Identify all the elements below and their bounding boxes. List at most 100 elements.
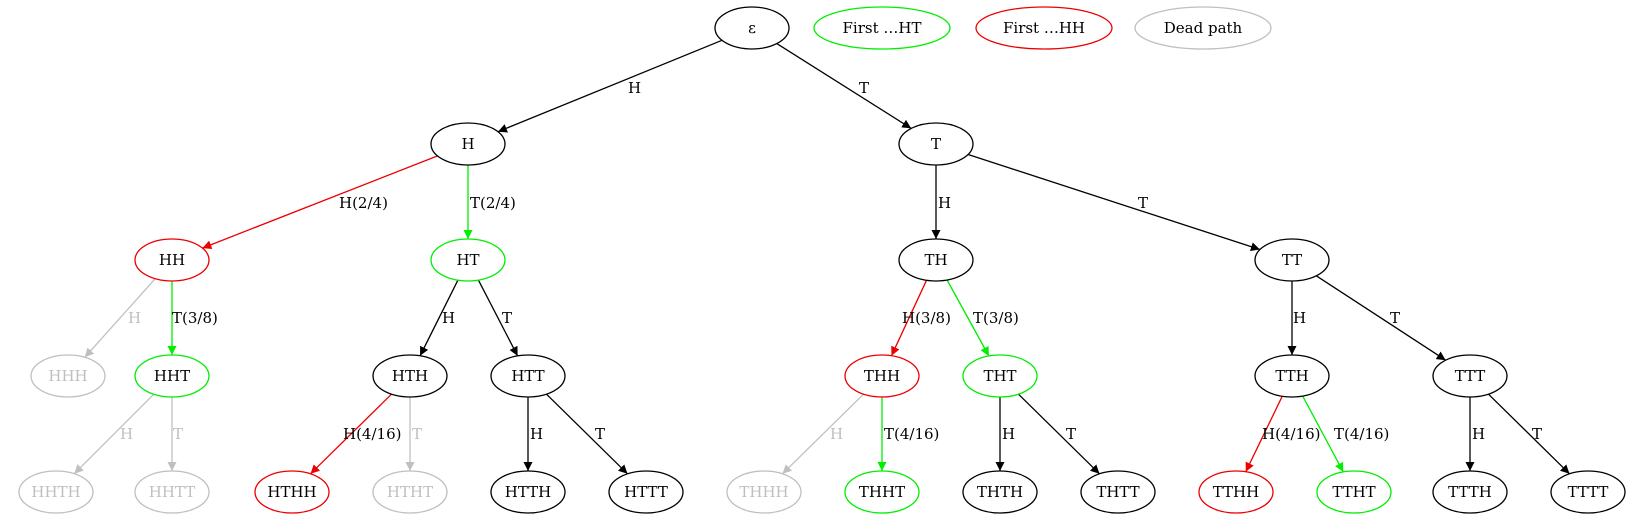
edge-label: H [938,194,951,212]
edge-HH-HHH: H [84,278,156,358]
edge-label: T(4/16) [1334,425,1389,443]
node-ellipse [1198,470,1274,514]
node-label: HTTT [624,483,668,501]
edge-THH-THHH: H [782,393,864,475]
node-T: T [898,122,974,166]
edge-T-TT: T [967,153,1261,251]
node-THTT: THTT [1080,470,1156,514]
edge-HT-HTT: T [477,279,519,357]
edge-HH-HHT: T(3/8) [167,281,218,355]
node-THHT: THHT [844,470,920,514]
edge-label: H [120,425,133,443]
edge-THT-THTH: H [995,397,1015,471]
edge-label: T [1066,425,1076,443]
edge-label: T [1532,425,1542,443]
node-label: HTHT [387,483,433,501]
legend-ellipse [1134,6,1272,50]
node-ellipse [608,470,684,514]
node-THTH: THTH [962,470,1038,514]
node-label: THH [864,367,900,385]
edge-label: T(2/4) [470,194,516,212]
edge-TH-THH: H(3/8) [890,280,951,356]
edge-line [497,39,723,133]
node-ellipse [714,6,790,50]
node-HTT: HTT [490,354,566,398]
node-label: TTHT [1332,483,1375,501]
edge-label: H(3/8) [902,309,951,327]
node-TTT: TTT [1432,354,1508,398]
edge-line [776,43,912,129]
node-label: THHT [859,483,905,501]
edge-line [967,153,1261,251]
node-HHTH: HHTH [18,470,94,514]
edge-label: H [1472,425,1485,443]
edge-HHT-HHTH: H [73,393,155,475]
edge-line [890,280,928,356]
edge-label: T [412,425,422,443]
edge-line [477,279,519,357]
edge-label: T [1390,309,1400,327]
node-label: HHTH [31,483,80,501]
edge-TTT-TTTT: T [1488,393,1570,475]
node-ellipse [30,354,106,398]
edge-label: T [859,79,869,97]
edge-label: H(4/16) [1262,425,1320,443]
edge-HTT-HTTT: T [546,393,628,475]
legend-item-first-ht: First …HT [813,6,951,50]
node-HHT: HHT [134,354,210,398]
edge-HTT-HTTH: H [523,397,543,471]
node-HTHT: HTHT [372,470,448,514]
edge-label: H(4/16) [343,425,401,443]
node-ellipse [372,470,448,514]
node-ellipse [490,354,566,398]
node-ellipse [134,470,210,514]
edge-root-H: H [497,39,723,133]
legend-label: First …HH [1003,19,1085,37]
node-TTTT: TTTT [1550,470,1626,514]
node-ellipse [1080,470,1156,514]
node-label: HHTT [149,483,195,501]
edge-label: T [1138,194,1148,212]
node-label: THHH [739,483,788,501]
node-root: ε [714,6,790,50]
edge-line [782,393,864,475]
node-TTTH: TTTH [1432,470,1508,514]
edge-label: H [442,309,455,327]
node-ellipse [1432,354,1508,398]
node-label: T [931,135,941,153]
edge-label: T(4/16) [884,425,939,443]
node-ellipse [1254,354,1330,398]
node-label: THTH [977,483,1023,501]
node-ellipse [1254,238,1330,282]
node-label: H [461,135,474,153]
edge-line [1018,393,1100,475]
node-label: HT [456,251,479,269]
node-label: TTHH [1213,483,1259,501]
edge-THT-THTT: T [1018,393,1100,475]
node-HTTT: HTTT [608,470,684,514]
legend-item-first-hh: First …HH [975,6,1113,50]
node-ellipse [1550,470,1626,514]
edge-label: H [1002,425,1015,443]
node-label: TH [924,251,947,269]
node-label: HTTH [505,483,551,501]
node-label: TTH [1275,367,1308,385]
edge-THH-THHT: T(4/16) [877,397,939,471]
node-THT: THT [962,354,1038,398]
node-ellipse [844,354,920,398]
edge-T-TH: H [931,165,951,239]
edge-TTH-TTHT: T(4/16) [1302,395,1389,473]
node-label: HTT [511,367,544,385]
legend-ellipse [975,6,1113,50]
node-HHTT: HHTT [134,470,210,514]
node-ellipse [490,470,566,514]
node-HTTH: HTTH [490,470,566,514]
node-ellipse [1316,470,1392,514]
edge-line [1315,275,1447,361]
node-TTHH: TTHH [1198,470,1274,514]
node-label: TT [1282,251,1302,269]
edge-label: H [128,309,141,327]
node-ellipse [898,238,974,282]
node-label: THTT [1096,483,1139,501]
